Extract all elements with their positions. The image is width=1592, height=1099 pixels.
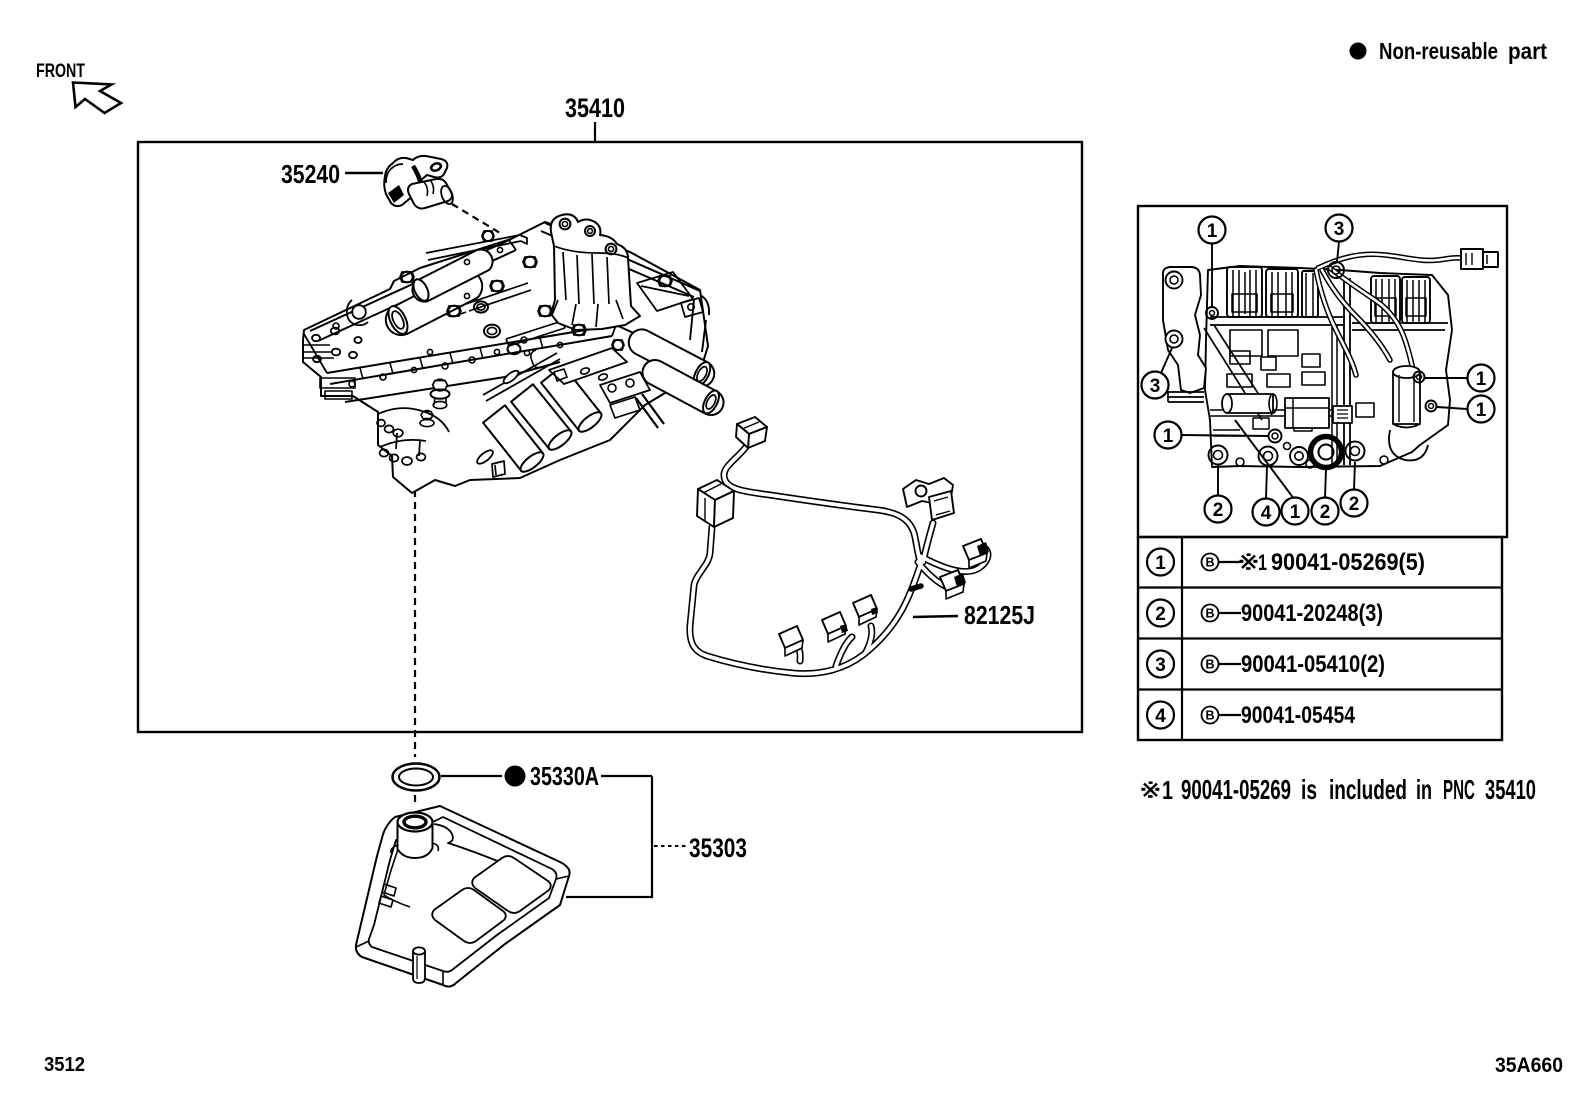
svg-text:2: 2	[1349, 494, 1360, 515]
svg-text:3: 3	[1155, 655, 1166, 676]
svg-text:B: B	[1205, 607, 1214, 621]
svg-text:35A660: 35A660	[1495, 1054, 1563, 1077]
svg-text:3: 3	[1150, 376, 1161, 397]
svg-text:1: 1	[1476, 369, 1487, 390]
svg-text:2: 2	[1155, 604, 1166, 625]
svg-text:FRONT: FRONT	[36, 61, 85, 82]
svg-text:90041-05269(5): 90041-05269(5)	[1271, 549, 1425, 576]
svg-text:3: 3	[1334, 219, 1345, 240]
svg-text:1: 1	[1476, 400, 1487, 421]
svg-text:90041-05454: 90041-05454	[1241, 702, 1356, 729]
svg-text:1: 1	[1163, 426, 1174, 447]
svg-text:1: 1	[1258, 550, 1267, 575]
svg-text:35410: 35410	[565, 93, 625, 123]
svg-text:part: part	[1508, 38, 1547, 64]
svg-text:Non-reusable: Non-reusable	[1379, 38, 1498, 64]
svg-text:90041-05410(2): 90041-05410(2)	[1241, 651, 1385, 678]
svg-text:B: B	[1205, 658, 1214, 672]
svg-text:4: 4	[1155, 706, 1166, 727]
svg-text:B: B	[1205, 709, 1214, 723]
svg-text:3512: 3512	[44, 1054, 85, 1076]
svg-text:1: 1	[1207, 221, 1218, 242]
svg-text:in: in	[1416, 774, 1432, 805]
svg-text:1: 1	[1290, 502, 1301, 523]
svg-text:35303: 35303	[689, 833, 747, 863]
svg-text:included: included	[1329, 774, 1407, 805]
svg-text:B: B	[1205, 556, 1214, 570]
svg-text:2: 2	[1213, 500, 1224, 521]
svg-text:35410: 35410	[1485, 774, 1536, 805]
svg-text:1: 1	[1155, 553, 1166, 574]
svg-text:4: 4	[1261, 503, 1272, 524]
svg-text:PNC: PNC	[1443, 774, 1475, 805]
svg-text:90041-20248(3): 90041-20248(3)	[1241, 600, 1383, 627]
svg-text:82125J: 82125J	[964, 600, 1035, 630]
svg-text:35330A: 35330A	[530, 761, 599, 791]
svg-text:1: 1	[1162, 775, 1173, 805]
svg-text:2: 2	[1320, 502, 1331, 523]
svg-text:90041-05269: 90041-05269	[1181, 774, 1291, 805]
svg-text:35240: 35240	[281, 159, 340, 189]
svg-text:is: is	[1301, 774, 1317, 805]
